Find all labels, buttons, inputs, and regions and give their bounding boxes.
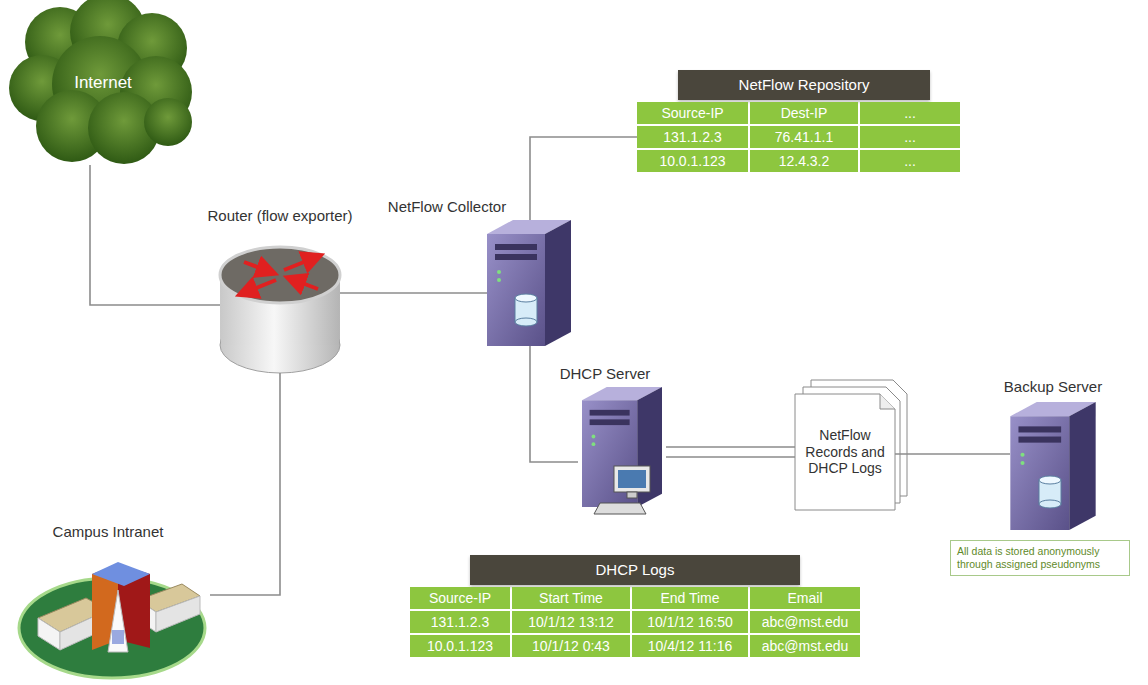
router-node: Router (flow exporter) (220, 247, 340, 373)
collector-server (487, 220, 571, 346)
server-label: Backup Server (1004, 378, 1102, 396)
server-node: Backup Server (1010, 402, 1096, 530)
table-cell: 12.4.3.2 (750, 150, 858, 172)
server-label: Router (flow exporter) (207, 207, 352, 225)
connector-line (895, 453, 1010, 455)
server-node: NetFlow Collector (487, 220, 571, 346)
connector-line (530, 137, 637, 220)
campus-building (156, 596, 200, 632)
table-cell: Email (750, 587, 860, 609)
table-cell: ... (860, 150, 960, 172)
server-label: NetFlow Collector (388, 198, 506, 216)
router-icon (220, 247, 340, 373)
dhcp-server (614, 466, 650, 492)
table-cell: Start Time (512, 587, 630, 609)
document-stack (795, 380, 907, 510)
server-label: DHCP Server (560, 365, 651, 383)
document-node: NetFlow Records and DHCP Logs (795, 394, 895, 510)
table-cell: 10/1/12 16:50 (632, 611, 748, 633)
dhcp-server (582, 387, 662, 514)
router-icon (246, 280, 276, 292)
table-title: NetFlow Repository (678, 70, 930, 100)
connector-line (210, 373, 280, 595)
campus-building (108, 590, 128, 652)
campus-building (38, 618, 60, 650)
table-cell: 131.1.2.3 (637, 126, 748, 148)
router-icon (220, 247, 340, 303)
router-icon (294, 280, 318, 289)
table-cell: abc@mst.edu (750, 611, 860, 633)
dhcp-server (627, 492, 637, 498)
table-cell: End Time (632, 587, 748, 609)
table-cell: Dest-IP (750, 102, 858, 124)
collector-server (487, 220, 571, 346)
table-node: NetFlow RepositorySource-IPDest-IP... 131… (637, 70, 960, 174)
table-cell: Source-IP (410, 587, 510, 609)
node-label: NetFlow Records and DHCP Logs (795, 394, 895, 510)
router-icon (244, 262, 268, 271)
table-cell: 131.1.2.3 (410, 611, 510, 633)
table-cell: 76.41.1.1 (750, 126, 858, 148)
internet-cloud (144, 98, 192, 146)
table-cell: abc@mst.edu (750, 635, 860, 657)
server-node: DHCP Server (578, 387, 666, 507)
dhcp-server (618, 470, 646, 488)
server-label: Campus Intranet (53, 523, 164, 541)
connector-line (666, 447, 795, 457)
connector-line (530, 346, 578, 462)
table-cell: 10/4/12 11:16 (632, 635, 748, 657)
router-icon (284, 258, 314, 270)
table-cell: 10/1/12 0:43 (512, 635, 630, 657)
note-box: All data is stored anonymously through a… (950, 540, 1130, 576)
dhcp-server (582, 387, 662, 507)
table-title: DHCP Logs (470, 555, 800, 585)
table-node: DHCP LogsSource-IPStart TimeEnd TimeEmai… (410, 555, 860, 658)
dhcp-server (594, 503, 646, 514)
campus-building (19, 562, 205, 678)
backup-server (1039, 476, 1061, 484)
table-cell: 10.0.1.123 (410, 635, 510, 657)
backup-server (1010, 402, 1095, 530)
campus-building (92, 562, 150, 586)
campus-building (112, 630, 124, 644)
table-cell: Source-IP (637, 102, 748, 124)
note-text: All data is stored anonymously through a… (957, 545, 1123, 571)
campus-node: Campus Intranet (20, 545, 210, 680)
node-label: Internet (10, 2, 196, 165)
table-cell: 10/1/12 13:12 (512, 611, 630, 633)
backup-server (1010, 402, 1095, 530)
connector-line (340, 292, 487, 294)
document-stack (795, 394, 895, 510)
backup-server (1039, 500, 1061, 508)
connector-line (90, 165, 220, 305)
collector-server (515, 318, 537, 326)
table-cell: 10.0.1.123 (637, 150, 748, 172)
table-cell: ... (860, 126, 960, 148)
collector-server (515, 294, 537, 302)
internet-cloud: Internet (10, 2, 196, 165)
document-stack (880, 394, 895, 409)
table-cell: ... (860, 102, 960, 124)
